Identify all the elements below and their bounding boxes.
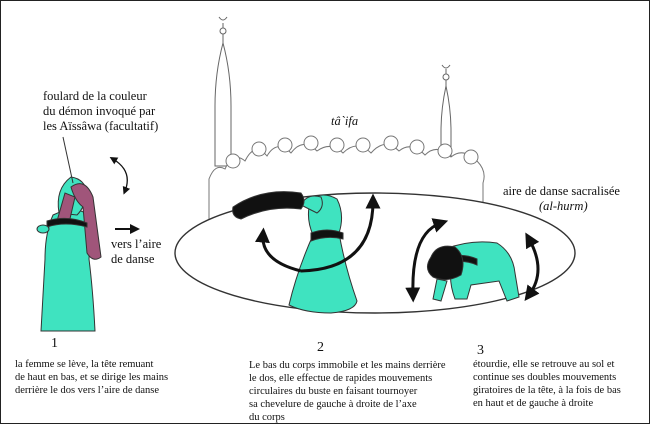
step-2-caption: Le bas du corps immobile et les mains de… (249, 360, 446, 423)
figure-1-woman (36, 176, 102, 332)
scarf-note: foulard de la couleur du démon invoqué p… (43, 89, 159, 133)
gyrate-arrow-right (524, 232, 540, 302)
step-2-number: 2 (317, 340, 324, 355)
step-3-number: 3 (477, 343, 484, 358)
spin-arrow-right (300, 193, 381, 273)
scarf-pointer (62, 136, 74, 184)
taifa-label: tâ`ifa (331, 114, 359, 128)
step-1-caption: la femme se lève, la tête remuant de hau… (15, 359, 169, 396)
step-3-caption: étourdie, elle se retrouve au sol et con… (473, 359, 621, 409)
dance-area-term: (al-hurm) (539, 199, 588, 213)
head-nod-arrow (109, 156, 131, 195)
spin-arrow-left (254, 227, 302, 273)
figure-2-woman (232, 191, 358, 314)
step-1-number: 1 (51, 336, 58, 351)
dance-area-title: aire de danse sacralisée (503, 184, 620, 198)
towards-label: vers l’aire de danse (111, 237, 162, 266)
gyrate-arrow-left (405, 218, 449, 303)
